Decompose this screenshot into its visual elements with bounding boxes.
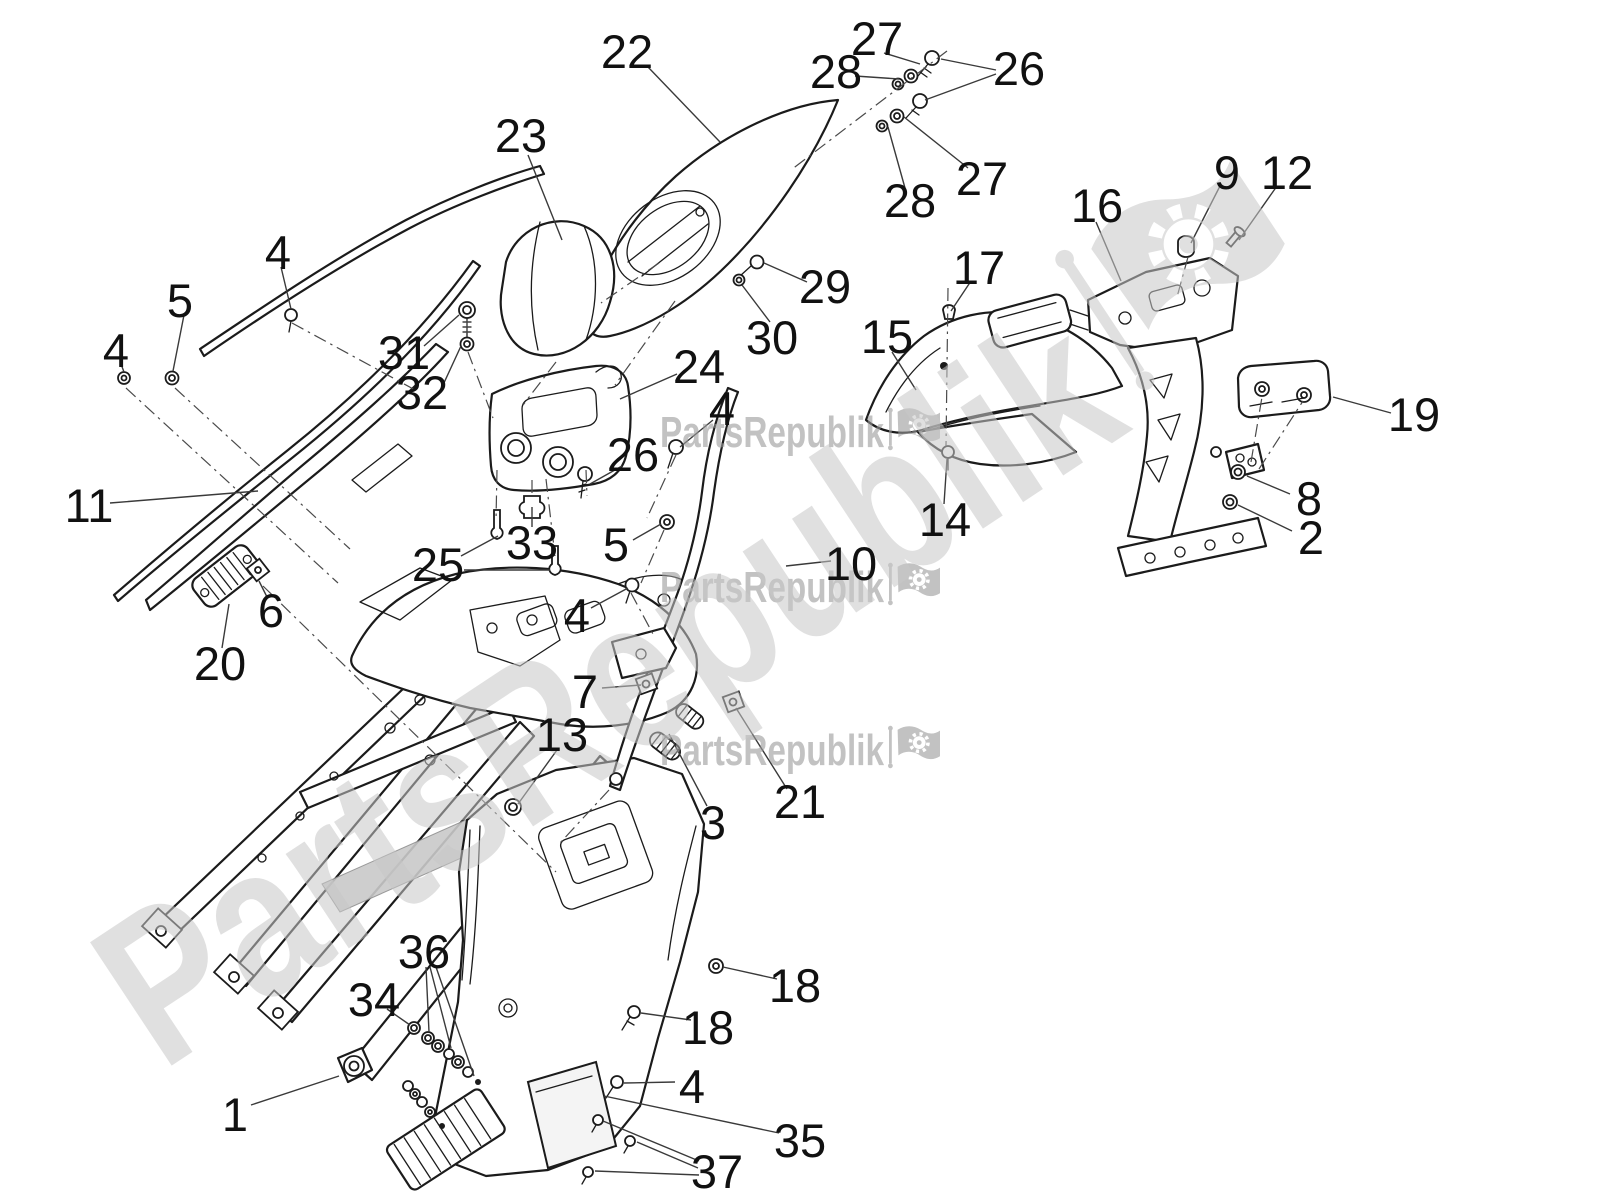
callout-3: 3 [700, 796, 726, 849]
part-drawing-blade-panel [504, 386, 746, 816]
callout-14: 14 [919, 493, 971, 546]
callout-4: 4 [103, 324, 129, 377]
callout-25: 25 [412, 538, 464, 591]
part-drawing-mudguard [864, 293, 1124, 471]
callout-28: 28 [810, 45, 862, 98]
hardware-31-32 [458, 301, 476, 352]
callout-29: 29 [799, 260, 851, 313]
callout-37: 37 [691, 1145, 743, 1198]
callout-8: 8 [1296, 472, 1322, 525]
callout-35: 35 [774, 1114, 826, 1167]
callout-19: 19 [1388, 388, 1440, 441]
hardware-29-30 [732, 254, 765, 287]
flag-gear-icon [888, 726, 940, 768]
watermark-brand-text: PartsRepublik [660, 563, 884, 612]
part-drawing-seat-pad [499, 220, 616, 357]
callout-24: 24 [673, 340, 725, 393]
callout-26: 26 [993, 42, 1045, 95]
callout-6: 6 [258, 584, 284, 637]
callout-33: 33 [506, 516, 558, 569]
callout-4: 4 [709, 382, 735, 435]
watermark-brand-text: PartsRepublik [660, 408, 884, 457]
callout-31: 31 [378, 326, 430, 379]
callout-labels: 22 23 27 28 26 27 28 9 12 16 29 30 17 15… [65, 12, 1441, 1198]
callout-4: 4 [679, 1060, 705, 1113]
callout-2: 2 [1298, 511, 1324, 564]
assembly-centerlines [125, 50, 1304, 873]
callout-28: 28 [884, 174, 936, 227]
watermark-horizontal-3: PartsRepublik [660, 726, 940, 775]
callout-20: 20 [194, 637, 246, 690]
callout-12: 12 [1261, 146, 1313, 199]
callout-21: 21 [774, 775, 826, 828]
callout-36: 36 [398, 925, 450, 978]
callout-5: 5 [603, 518, 629, 571]
callout-17: 17 [953, 241, 1005, 294]
callout-4: 4 [564, 589, 590, 642]
part-drawing-reflector [1236, 359, 1332, 419]
callout-18: 18 [682, 1001, 734, 1054]
callout-30: 30 [746, 311, 798, 364]
callout-23: 23 [495, 109, 547, 162]
callout-13: 13 [536, 708, 588, 761]
callout-7: 7 [572, 665, 598, 718]
watermark-horizontal-1: PartsRepublik [660, 408, 940, 457]
callout-leader-lines [109, 52, 1392, 1176]
part-drawing-left-panel [112, 164, 546, 612]
callout-27: 27 [851, 12, 903, 65]
part-drawing-undertail [385, 756, 706, 1191]
callout-9: 9 [1214, 146, 1240, 199]
callout-26: 26 [607, 428, 659, 481]
callout-34: 34 [348, 973, 400, 1026]
callout-11: 11 [65, 479, 114, 532]
hardware-bottom [402, 958, 724, 1185]
callout-16: 16 [1071, 179, 1123, 232]
part-drawing-6-clip [245, 557, 271, 583]
callout-15: 15 [861, 310, 913, 363]
callout-22: 22 [601, 25, 653, 78]
callout-4: 4 [265, 226, 291, 279]
callout-32: 32 [396, 366, 448, 419]
callout-10: 10 [825, 537, 877, 590]
callout-18: 18 [769, 959, 821, 1012]
callout-5: 5 [167, 274, 193, 327]
part-drawing-20-grille [191, 544, 261, 608]
watermark-horizontal-2: PartsRepublik [660, 563, 940, 612]
callout-27: 27 [956, 152, 1008, 205]
callout-1: 1 [222, 1088, 248, 1141]
watermark-brand-text: PartsRepublik [660, 726, 884, 775]
